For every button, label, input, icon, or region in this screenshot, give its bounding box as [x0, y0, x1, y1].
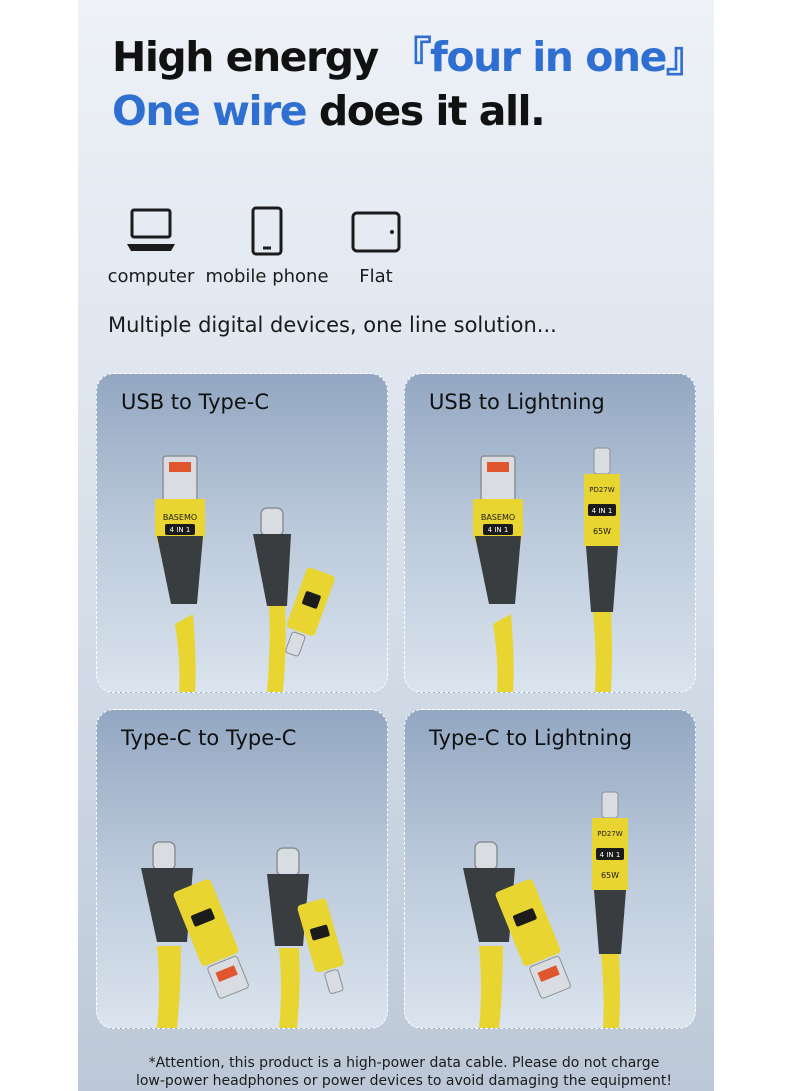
watt-text: 65W	[593, 527, 611, 536]
tablet-icon	[351, 211, 401, 253]
cable-illustration: BASEMO 4 IN 1 PD27W 4 IN 1 65W	[473, 447, 620, 692]
device-flat: Flat	[346, 206, 406, 287]
card-title: Type-C to Lightning	[429, 726, 633, 750]
tagline: Multiple digital devices, one line solut…	[108, 313, 557, 337]
device-mobile-phone: mobile phone	[202, 206, 332, 287]
brand-text: BASEMO	[481, 513, 515, 522]
card-title: Type-C to Type-C	[121, 726, 297, 750]
brand-text: BASEMO	[163, 513, 197, 522]
device-label: Flat	[359, 266, 393, 287]
product-panel: High energy 『four in one』 One wire does …	[78, 0, 714, 1091]
notice-line1: *Attention, this product is a high-power…	[148, 1055, 660, 1071]
device-label: computer	[107, 266, 195, 287]
four-in-one-text: 4 IN 1	[488, 526, 509, 534]
watt-text: 65W	[601, 871, 619, 880]
cable-illustration: PD27W 4 IN 1 65W	[463, 791, 628, 1028]
attention-notice: *Attention, this product is a high-power…	[124, 1054, 684, 1090]
pd-text: PD27W	[597, 830, 623, 838]
card-type-c-to-type-c: Type-C to Type-C	[96, 709, 388, 1029]
four-in-one-text: 4 IN 1	[170, 526, 191, 534]
laptop-icon	[127, 208, 175, 251]
notice-line2: low-power headphones or power devices to…	[135, 1073, 673, 1089]
phone-icon	[251, 206, 283, 256]
device-computer: computer	[106, 206, 196, 287]
pd-text: PD27W	[589, 486, 615, 494]
card-usb-to-lightning: USB to Lightning BASEMO 4 IN 1 PD27W 4 I…	[404, 373, 696, 693]
cable-illustration	[141, 841, 344, 1028]
four-in-one-text: 4 IN 1	[600, 851, 621, 859]
card-title: USB to Lightning	[429, 390, 605, 414]
card-type-c-to-lightning: Type-C to Lightning PD27W 4 IN 1 65W	[404, 709, 696, 1029]
four-in-one-text: 4 IN 1	[592, 507, 613, 515]
card-usb-to-type-c: USB to Type-C BASEMO 4 IN 1	[96, 373, 388, 693]
card-title: USB to Type-C	[121, 390, 270, 414]
device-label: mobile phone	[205, 266, 329, 287]
headline-line1-b: 『four in one』	[390, 33, 707, 81]
headline-line2-a: One wire	[112, 87, 308, 135]
headline-line2-b: does it all.	[306, 87, 546, 135]
headline: High energy 『four in one』 One wire does …	[112, 30, 707, 138]
headline-line1-a: High energy	[112, 33, 379, 81]
cable-illustration: BASEMO 4 IN 1	[155, 455, 335, 692]
